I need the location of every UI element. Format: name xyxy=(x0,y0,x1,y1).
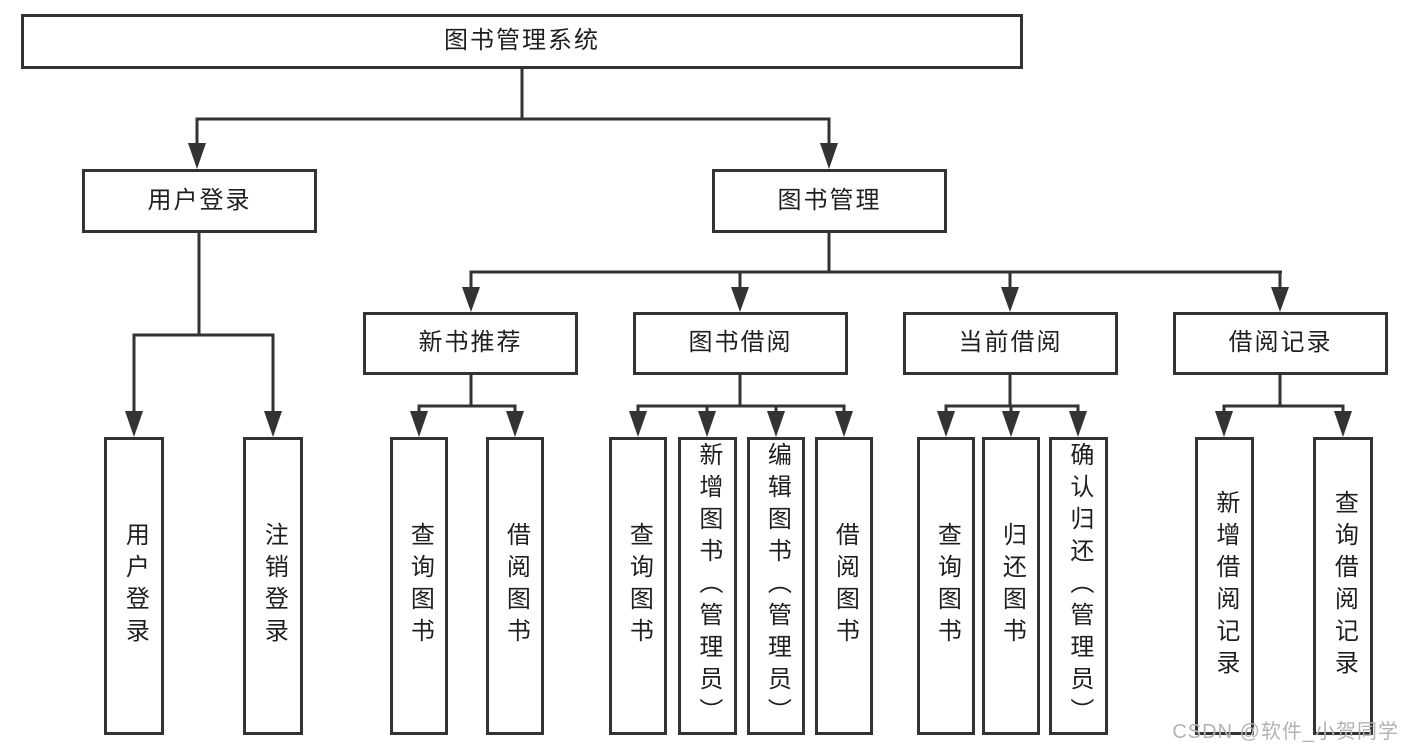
csdn-watermark: CSDN @软件_小贺同学 xyxy=(1172,721,1399,743)
leaf-query-books-borrow: 查询图书 xyxy=(609,437,667,735)
node-user-login: 用户登录 xyxy=(82,169,317,233)
arrow-down-icon xyxy=(629,411,647,437)
arrow-down-icon xyxy=(1334,411,1352,437)
leaf-add-borrow-record: 新增借阅记录 xyxy=(1195,437,1254,735)
arrow-down-icon xyxy=(410,411,428,437)
connector-current-borrow-to-leaves xyxy=(937,375,1087,437)
connector-new-book-rec-to-leaves xyxy=(410,375,524,437)
arrow-down-icon xyxy=(1001,287,1019,312)
leaf-add-books-admin: 新增图书（管理员） xyxy=(678,437,737,735)
arrow-down-icon xyxy=(698,411,716,437)
arrow-down-icon xyxy=(188,143,206,169)
arrow-down-icon xyxy=(462,287,480,312)
arrow-down-icon xyxy=(767,411,785,437)
node-current-borrowing: 当前借阅 xyxy=(903,312,1118,375)
arrow-down-icon xyxy=(1271,287,1289,312)
connector-root-to-level2 xyxy=(188,69,838,169)
leaf-query-books-current: 查询图书 xyxy=(917,437,975,735)
arrow-down-icon xyxy=(1215,411,1233,437)
arrow-down-icon xyxy=(1069,411,1087,437)
leaf-logout: 注销登录 xyxy=(243,437,303,735)
leaf-borrow-books-newrec: 借阅图书 xyxy=(486,437,544,735)
arrow-down-icon xyxy=(835,411,853,437)
leaf-query-borrow-record: 查询借阅记录 xyxy=(1313,437,1373,735)
arrow-down-icon xyxy=(731,287,749,312)
connector-borrow-records-to-leaves xyxy=(1215,375,1352,437)
arrow-down-icon xyxy=(1002,411,1020,437)
connector-book-mgmt-to-level3 xyxy=(462,233,1289,312)
node-borrowing-records: 借阅记录 xyxy=(1173,312,1388,375)
leaf-user-login: 用户登录 xyxy=(104,437,164,735)
arrow-down-icon xyxy=(820,143,838,169)
node-library-management-system: 图书管理系统 xyxy=(21,14,1023,69)
leaf-query-books-newrec: 查询图书 xyxy=(390,437,448,735)
arrow-down-icon xyxy=(125,411,143,437)
arrow-down-icon xyxy=(506,411,524,437)
connector-user-login-to-leaves xyxy=(125,233,282,437)
leaf-edit-books-admin: 编辑图书（管理员） xyxy=(747,437,805,735)
node-book-borrowing: 图书借阅 xyxy=(633,312,848,375)
leaf-return-books: 归还图书 xyxy=(982,437,1040,735)
node-new-book-recommend: 新书推荐 xyxy=(363,312,578,375)
node-book-management: 图书管理 xyxy=(712,169,947,233)
leaf-confirm-return-admin: 确认归还（管理员） xyxy=(1049,437,1108,735)
arrow-down-icon xyxy=(264,411,282,437)
arrow-down-icon xyxy=(937,411,955,437)
leaf-borrow-books-borrow: 借阅图书 xyxy=(815,437,873,735)
connector-book-borrow-to-leaves xyxy=(629,375,853,437)
